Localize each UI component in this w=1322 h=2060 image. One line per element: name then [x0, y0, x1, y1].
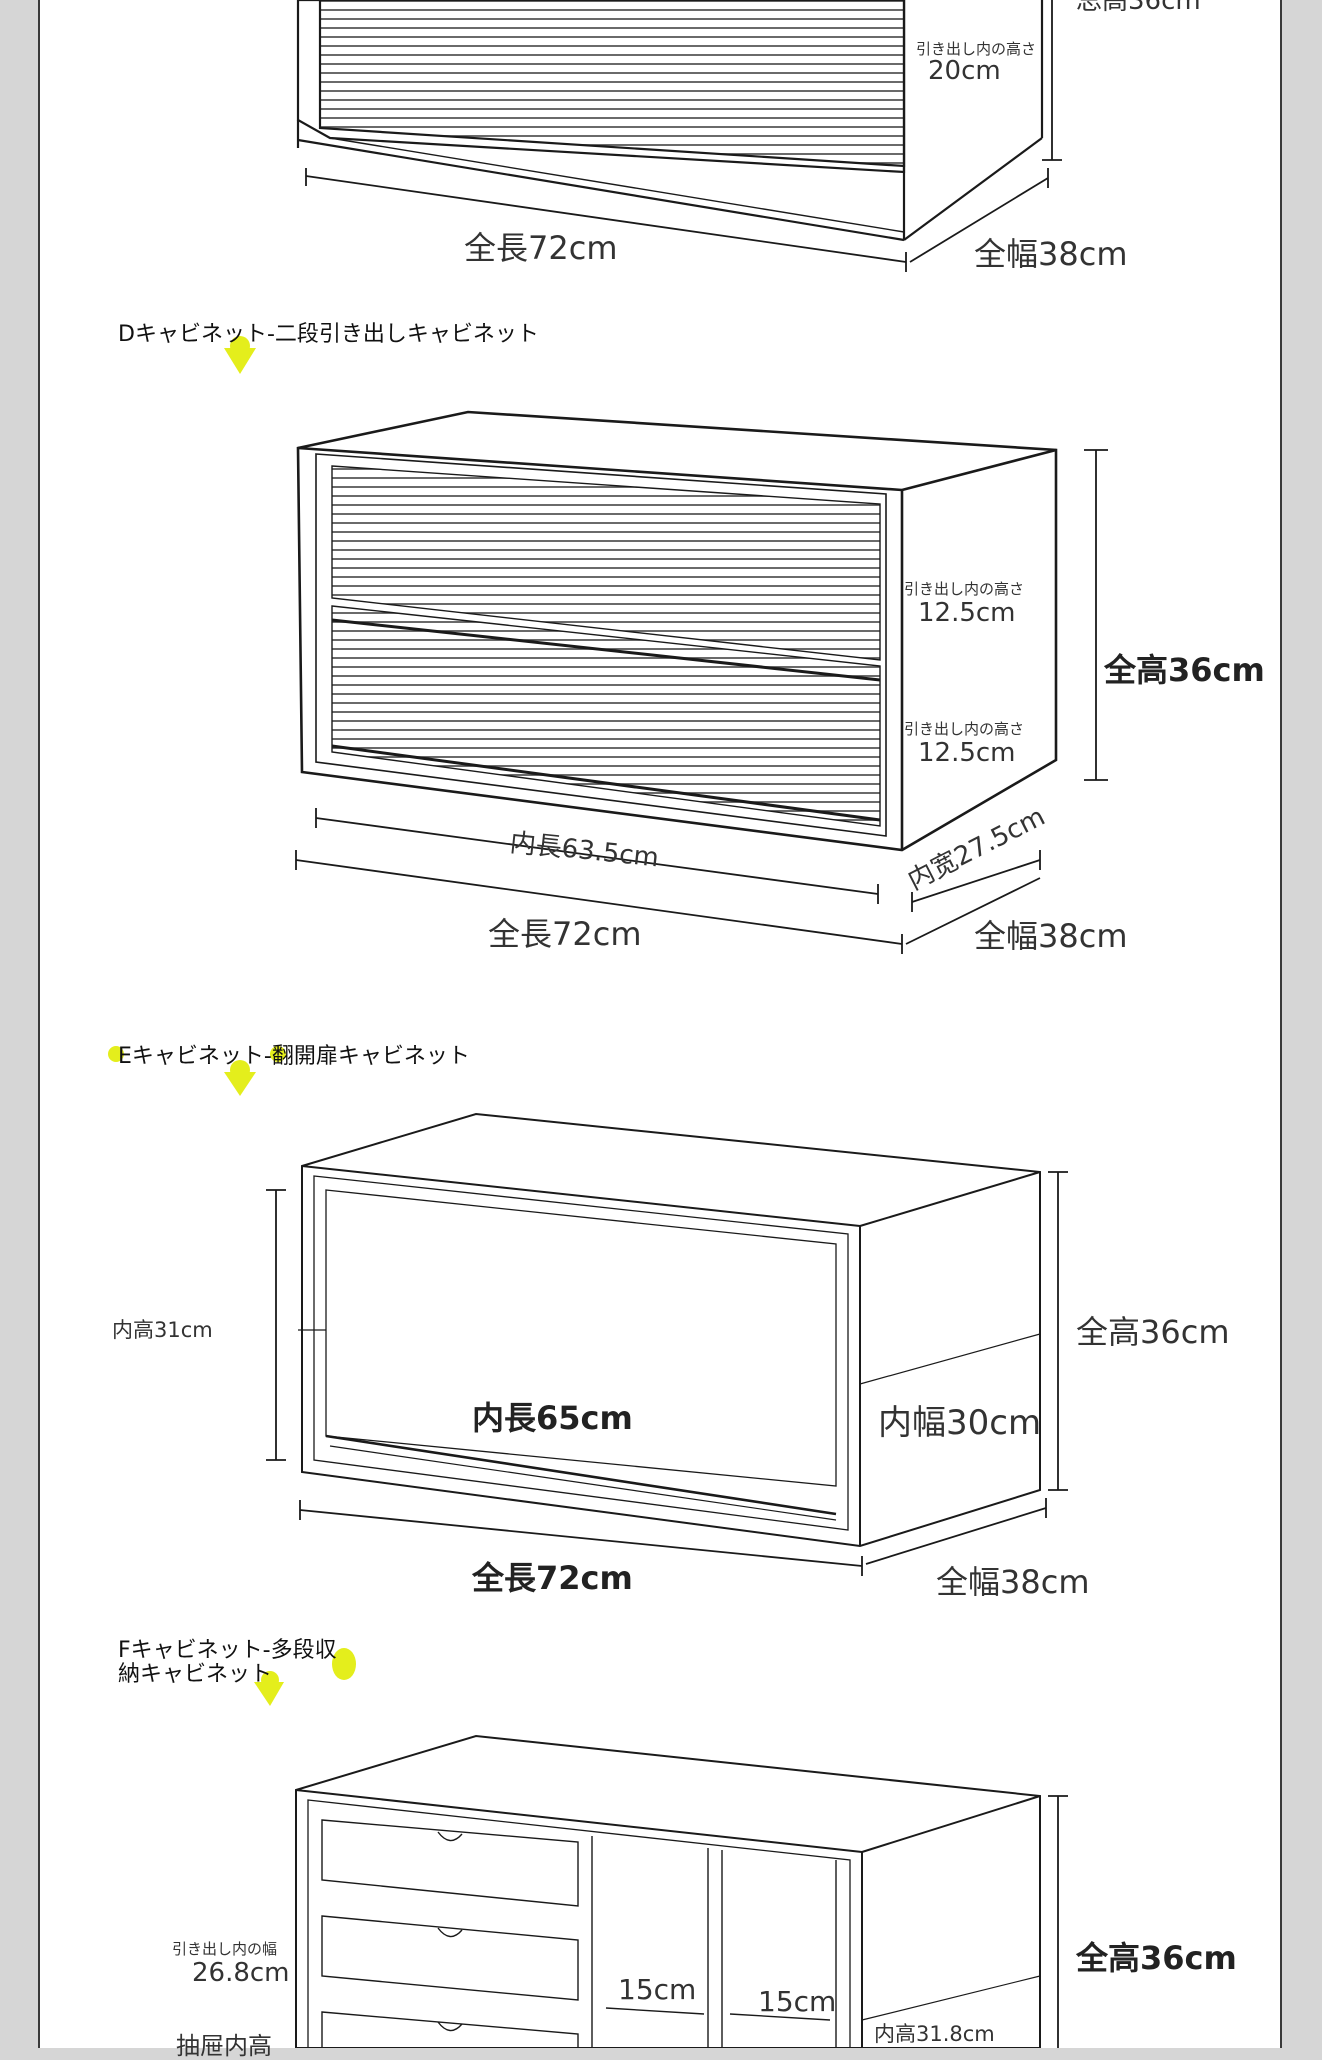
- marker-dot-icon: [270, 1046, 286, 1062]
- marker-dot-icon: [108, 1046, 124, 1062]
- section-f-title-line2: 納キャビネット: [118, 1662, 273, 1687]
- product-dimension-sheet: 总高36cm 引き出し内の高さ 20cm 全長72cm 全幅38cm Dキャビネ…: [38, 0, 1282, 2058]
- drawer-inner-height-label: 抽屉内高: [176, 2032, 272, 2060]
- cabinet-illustrations: [108, 0, 1108, 2048]
- drawer-inner-width-value: 26.8cm: [192, 1960, 290, 1982]
- drawer-inner-height-label: 引き出し内の高さ: [916, 40, 1037, 58]
- marker-pin-icon: [224, 348, 256, 374]
- total-height-label: 全高36cm: [1076, 1313, 1230, 1351]
- drawer-top-inner-height-label: 引き出し内の高さ: [904, 580, 1025, 598]
- marker-pin-icon: [230, 1060, 250, 1080]
- total-width-label: 全幅38cm: [936, 1563, 1090, 1601]
- marker-dot-icon: [332, 1648, 356, 1680]
- total-height-label: 全高36cm: [1076, 1939, 1237, 1977]
- marker-pin-icon: [230, 336, 250, 356]
- compartment-2-width-label: 15cm: [758, 1985, 837, 2018]
- total-length-label: 全長72cm: [488, 915, 642, 953]
- section-e-title: Eキャビネット-翻開扉キャビネット: [118, 1044, 470, 1069]
- cabinet-f-drawing: [295, 1734, 1068, 2048]
- inner-height-label: 内高31cm: [112, 1318, 213, 1342]
- section-d-title: Dキャビネット-二段引き出しキャビネット: [118, 322, 539, 347]
- marker-pin-icon: [261, 1671, 279, 1689]
- compartment-1-width-label: 15cm: [618, 1973, 697, 2006]
- total-height-label: 全高36cm: [1104, 651, 1265, 689]
- inner-height-label: 内高31.8cm: [874, 2022, 995, 2046]
- drawer-bottom-inner-height-label: 引き出し内の高さ: [904, 720, 1025, 738]
- total-length-label: 全長72cm: [464, 229, 618, 267]
- total-height-label: 总高36cm: [1076, 0, 1201, 16]
- drawer-inner-height-value: 20cm: [928, 58, 1001, 82]
- inner-width-label: 内幅30cm: [878, 1403, 1042, 1443]
- cabinet-c-drawing: [296, 0, 1062, 272]
- marker-pin-icon: [224, 1072, 256, 1096]
- inner-length-label: 内長65cm: [472, 1399, 633, 1437]
- drawer-top-inner-height-value: 12.5cm: [918, 600, 1016, 622]
- marker-pin-icon: [254, 1682, 284, 1706]
- drawer-bottom-inner-height-value: 12.5cm: [918, 740, 1016, 762]
- total-width-label: 全幅38cm: [974, 235, 1128, 273]
- cabinet-e-drawing: [266, 1112, 1068, 1576]
- total-width-label: 全幅38cm: [974, 917, 1128, 955]
- total-length-label: 全長72cm: [472, 1559, 633, 1597]
- cabinet-d-drawing: [295, 410, 1108, 954]
- drawer-inner-width-label: 引き出し内の幅: [172, 1940, 278, 1958]
- marker-icons: [108, 336, 356, 1706]
- section-f-title-line1: Fキャビネット-多段収: [118, 1638, 337, 1663]
